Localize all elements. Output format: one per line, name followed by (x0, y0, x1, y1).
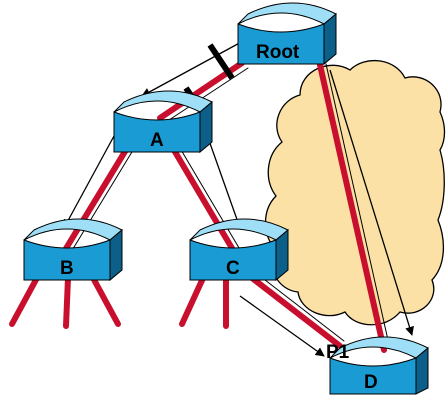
switch-root (237, 2, 337, 66)
switch-a (113, 90, 213, 154)
link-b-leaf-3 (89, 273, 121, 327)
node-label-root: Root (256, 42, 300, 63)
switch-d (329, 336, 429, 395)
link-c-leaf-1 (179, 273, 207, 327)
link-c-d (249, 272, 345, 349)
link-a-c (165, 137, 243, 258)
link-a-b (59, 137, 139, 258)
arrow-a-to-c (205, 131, 242, 229)
bpdu-arrows (63, 39, 414, 357)
port-label-p1: P1 (326, 342, 350, 363)
arrow-root-to-d (329, 69, 414, 336)
switch-b (23, 218, 123, 282)
links (9, 60, 391, 353)
arrow-root-to-a (141, 39, 246, 97)
link-b-leaf-2 (63, 275, 71, 329)
link-b-leaf-1 (9, 273, 41, 327)
node-label-a: A (150, 130, 164, 151)
node-label-c: C (226, 258, 240, 279)
arrow-a-to-b (63, 135, 115, 229)
link-root-d (317, 62, 391, 353)
blocked-port-bar-1 (207, 43, 235, 80)
switch-c (189, 218, 289, 282)
node-label-d: D (364, 372, 378, 393)
arrow-c-to-d (239, 295, 325, 357)
node-label-b: B (60, 258, 74, 279)
